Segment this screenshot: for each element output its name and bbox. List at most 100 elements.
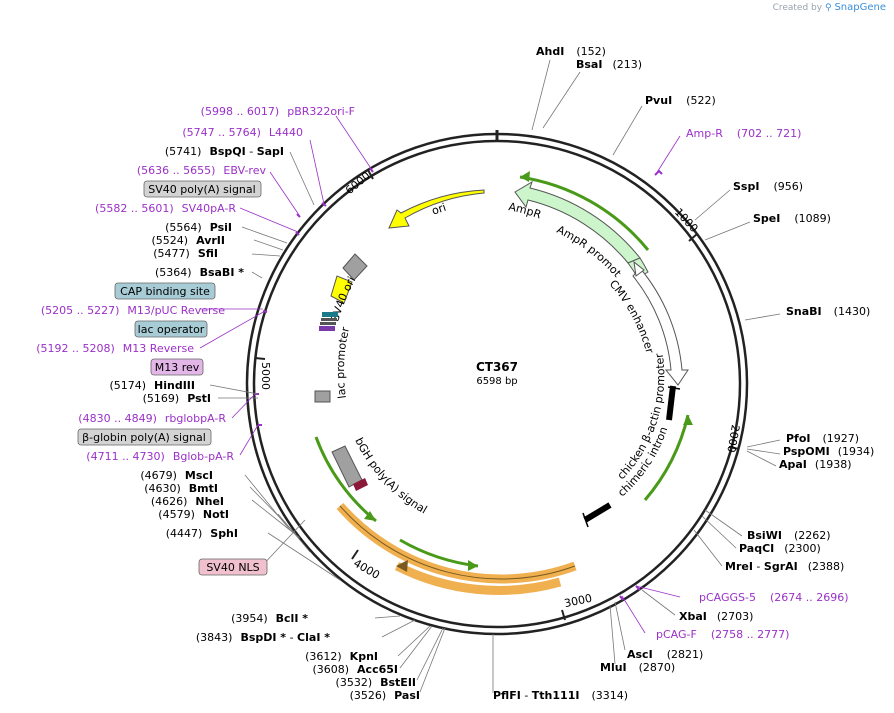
site-mlui[interactable]: MluI(2870) (600, 661, 675, 674)
cap-binding-box[interactable] (114, 282, 216, 300)
site-sphi[interactable]: (4447)SphI (166, 527, 238, 540)
primer-sv40pa[interactable] (295, 231, 300, 236)
orange-orf-small-head (396, 560, 408, 572)
snapgene-logo: SnapGene (834, 2, 886, 13)
sv40-nls-text: SV40 NLS (206, 561, 259, 574)
sv40-polya-text: SV40 poly(A) signal (148, 183, 255, 196)
green-orf-bottom-head (468, 560, 478, 571)
lac-operator-feature[interactable] (321, 318, 337, 321)
plasmid-name: CT367 (476, 360, 518, 374)
site-spei[interactable]: SpeI(1089) (753, 212, 831, 225)
ori-feature-arrow[interactable] (388, 189, 485, 229)
site-xbai[interactable]: XbaI(2703) (679, 610, 753, 623)
lac-operator-box[interactable] (134, 320, 208, 338)
site-bspqi-sapi[interactable]: (5741)BspQI - SapI (165, 145, 284, 158)
site-bsteii[interactable]: (3532)BstEII (336, 676, 416, 689)
sv40-promoter-feature[interactable] (342, 253, 368, 281)
site-msci[interactable]: (4679)MscI (140, 469, 213, 482)
tick-label-2000: 2000 (724, 424, 742, 454)
primer-label-pbr322ori[interactable]: (5998 .. 6017)pBR322ori-F (201, 105, 355, 118)
cap-binding-site-feature[interactable] (322, 312, 338, 317)
site-paqci[interactable]: PaqCI(2300) (739, 542, 821, 555)
ampr-feature-arrow[interactable] (514, 180, 641, 264)
m13-rev-feature[interactable] (320, 322, 336, 325)
primer-pcaggs5[interactable] (635, 585, 641, 591)
site-bsiwi[interactable]: BsiWI(2262) (747, 529, 831, 542)
boxed-feature-labels: SV40 poly(A) signal CAP binding site lac… (77, 180, 268, 576)
primer-pcagf[interactable] (619, 595, 624, 601)
primer-label-m13reverse[interactable]: (5192 .. 5208)M13 Reverse (36, 342, 194, 355)
site-mrei-sgrai[interactable]: MreI - SgrAI(2388) (725, 560, 844, 573)
site-sfii[interactable]: (5477)SfiI (153, 247, 218, 260)
site-apai[interactable]: ApaI(1938) (779, 458, 851, 471)
primer-m13rev[interactable] (262, 310, 268, 313)
sv40-polya-box[interactable] (143, 180, 262, 198)
primer-l4440[interactable] (321, 202, 327, 207)
primer-pbr322ori[interactable] (369, 167, 374, 173)
site-psti[interactable]: (5169)PstI (143, 392, 211, 405)
site-kpni[interactable]: (3612)KpnI (305, 650, 378, 663)
site-pspomi[interactable]: PspOMI(1934) (783, 445, 874, 458)
site-pflfi-tth111i[interactable]: PflFI - Tth111I(3314) (493, 689, 628, 702)
primer-label-ebv[interactable]: (5636 .. 5655)EBV-rev (137, 164, 267, 177)
cap-binding-text: CAP binding site (120, 285, 210, 298)
site-pvui[interactable]: PvuI(522) (645, 94, 716, 107)
tick-label-3000: 3000 (563, 592, 593, 611)
primer-leader-lines (199, 115, 681, 634)
sv40-nls-box[interactable] (198, 558, 268, 576)
primer-label-m13puc[interactable]: (5205 .. 5227)M13/pUC Reverse (41, 304, 225, 317)
site-bcli[interactable]: (3954)BclI * (231, 612, 308, 625)
tick-label-4000: 4000 (351, 557, 382, 582)
primer-label-sv40pa[interactable]: (5582 .. 5601)SV40pA-R (95, 202, 236, 215)
tick-mark (561, 609, 566, 621)
orange-orf-small[interactable] (394, 561, 562, 595)
orange-orf-large-outline (339, 505, 576, 580)
primer-label-l4440[interactable]: (5747 .. 5764)L4440 (182, 126, 303, 139)
site-bmti[interactable]: (4630)BmtI (144, 482, 218, 495)
primer-label-pcaggs5[interactable]: pCAGGS-5(2674 .. 2696) (699, 591, 849, 604)
site-noti[interactable]: (4579)NotI (158, 508, 229, 521)
ampr-orf-head (520, 171, 530, 182)
site-snabi[interactable]: SnaBI(1430) (786, 305, 870, 318)
site-ahdi[interactable]: AhdI(152) (536, 45, 606, 58)
bgh-polya-feature[interactable] (331, 445, 363, 488)
primer-labels: Amp-R(702 .. 721) pCAGGS-5(2674 .. 2696)… (36, 105, 848, 641)
lac-operator-text: lac operator (138, 323, 205, 336)
primer-label-rbglob[interactable]: (4830 .. 4849)rbglobpA-R (78, 412, 226, 425)
site-sspi[interactable]: SspI(956) (733, 180, 803, 193)
lac-promoter-feature[interactable] (314, 390, 331, 403)
site-bsai[interactable]: BsaI(213) (576, 58, 642, 71)
ori-label: ori (430, 201, 448, 218)
green-orf-left-head (364, 511, 376, 521)
primer-label-ampr[interactable]: Amp-R(702 .. 721) (686, 127, 801, 140)
site-nhei[interactable]: (4626)NheI (151, 495, 224, 508)
site-psii[interactable]: (5564)PsiI (165, 221, 232, 234)
site-bsabi[interactable]: (5364)BsaBI * (155, 266, 244, 279)
lac-promoter-label: lac promoter (334, 325, 352, 399)
restriction-sites: AhdI(152) BsaI(213) PvuI(522) SspI(956) … (109, 45, 874, 702)
primer-label-bglob[interactable]: (4711 .. 4730)Bglob-pA-R (86, 450, 234, 463)
m13-rev-box[interactable] (150, 358, 204, 376)
chicken-actin-promoter-bar[interactable] (666, 385, 676, 421)
plasmid-length: 6598 bp (476, 376, 517, 387)
site-avrii[interactable]: (5524)AvrII (152, 234, 225, 247)
tick-mark (351, 549, 359, 560)
primer-label-pcagf[interactable]: pCAG-F(2758 .. 2777) (656, 628, 789, 641)
cmv-enhancer-arrow[interactable] (632, 267, 689, 386)
site-acc65i[interactable]: (3608)Acc65I (312, 663, 398, 676)
primer-ampr[interactable] (654, 169, 663, 176)
tick-label-5000: 5000 (259, 362, 272, 390)
sv40-ori-feature[interactable] (330, 275, 353, 304)
site-asci[interactable]: AscI(2821) (627, 648, 703, 661)
site-pasi[interactable]: (3526)PasI (350, 689, 420, 702)
bgh-polya-label: bGH poly(A) signal (352, 435, 429, 516)
site-bspdi-clai[interactable]: (3843)BspDI * - ClaI * (196, 631, 330, 644)
beta-globin-polya-box[interactable] (77, 428, 212, 446)
primer-ebv[interactable] (296, 213, 301, 218)
site-hindiii[interactable]: (5174)HindIII (109, 379, 195, 392)
site-pfoi[interactable]: PfoI(1927) (786, 432, 859, 445)
credit-line: Created by ⚲ SnapGene (772, 2, 886, 13)
site-leader-lines (209, 59, 781, 693)
chimeric-intron-bar[interactable] (583, 502, 612, 523)
